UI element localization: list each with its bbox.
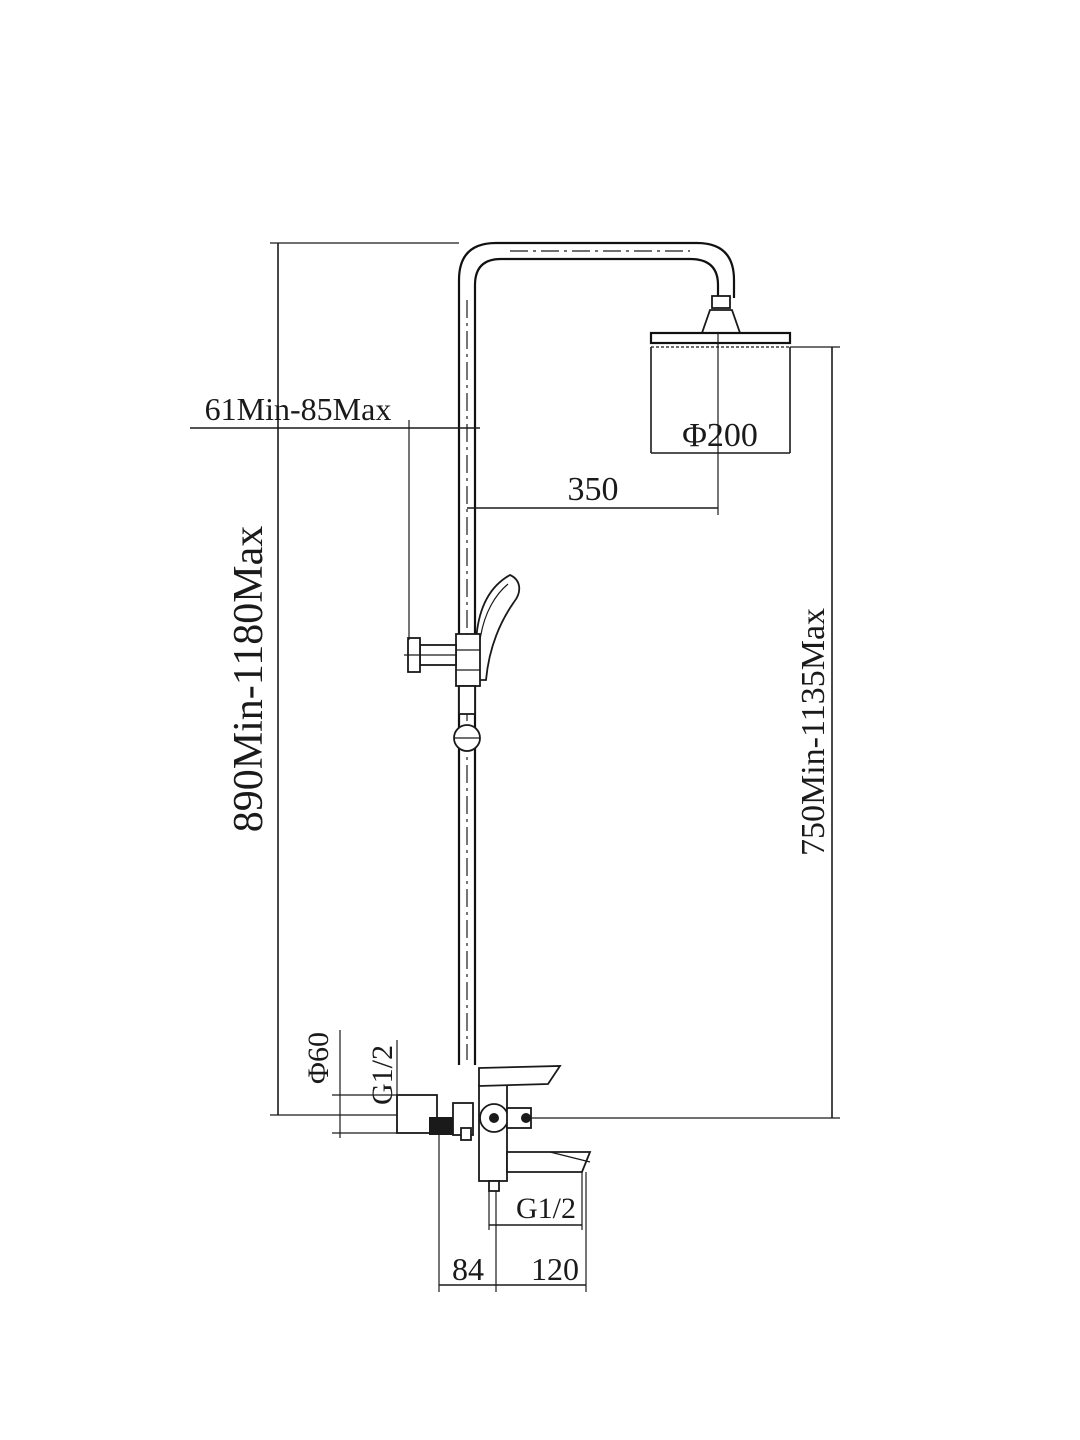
hand-shower [404,573,521,752]
wall-plate-diameter-label: Φ60 [302,1032,335,1084]
total-height-label: 890Min-1180Max [226,526,272,832]
inlet-thread-label: G1/2 [366,1045,399,1105]
spout-length-label: 120 [531,1251,579,1287]
arm-length-label: 350 [568,471,619,508]
riser-pipe [457,241,736,1065]
outlet-thread-label: G1/2 [516,1192,576,1225]
head-diameter-label: Φ200 [682,417,758,454]
shower-head [649,295,792,453]
mixer-body [396,1065,592,1192]
wall-to-body-label: 84 [452,1251,484,1287]
holder-offset-label: 61Min-85Max [205,391,392,427]
dimension-lines [190,242,840,1292]
head-height-label: 750Min-1135Max [795,608,832,856]
dimension-labels: 890Min-1180Max 750Min-1135Max Φ200 350 6… [205,391,832,1287]
